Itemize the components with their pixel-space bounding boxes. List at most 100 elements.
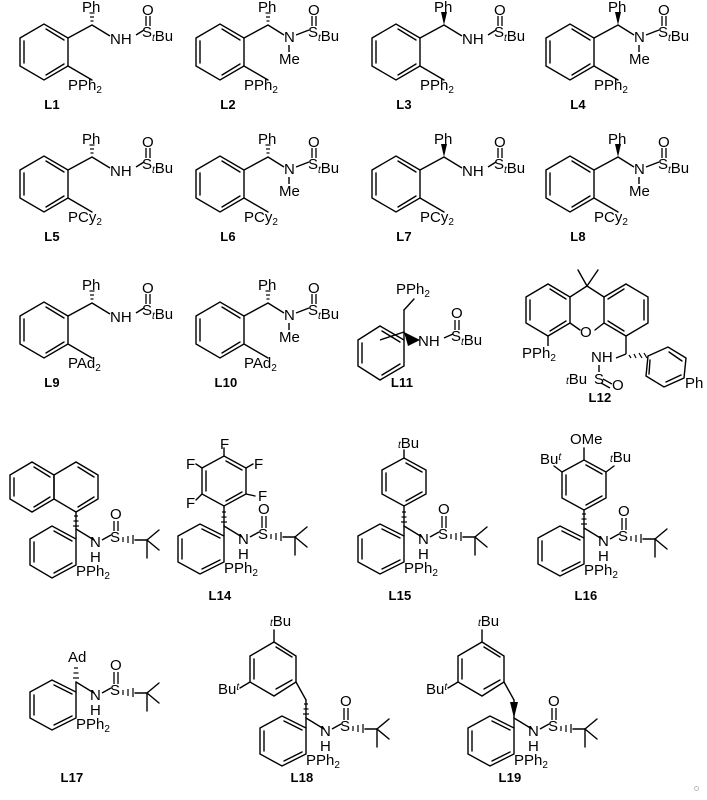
atom-label-o: O bbox=[110, 506, 122, 523]
atom-label-o: O bbox=[451, 305, 463, 322]
atom-label-tbu-left: But bbox=[540, 451, 562, 468]
structure-L16: OMe But tBu bbox=[514, 430, 704, 581]
structure-L18: tBu But bbox=[216, 612, 411, 777]
atom-label-ph: Ph bbox=[82, 277, 100, 294]
label-L14: L14 bbox=[208, 588, 232, 603]
atom-label-tbu-top: tBu bbox=[478, 613, 499, 630]
atom-label-h: H bbox=[528, 738, 539, 755]
atom-label-me: Me bbox=[629, 51, 650, 68]
atom-label-h: H bbox=[238, 546, 249, 563]
atom-label-tbu: tBu bbox=[504, 28, 525, 45]
atom-label-tbu: tBu bbox=[461, 332, 482, 349]
atom-label-pph2: PPh2 bbox=[76, 563, 110, 582]
label-L19: L19 bbox=[498, 770, 522, 785]
label-L18: L18 bbox=[290, 770, 314, 785]
atom-label-f-upper-left: F bbox=[186, 456, 195, 473]
atom-label-tbu: tBu bbox=[318, 28, 339, 45]
atom-label-tbu: tBu bbox=[152, 160, 173, 177]
structure-L13: N H S O PPh2 bbox=[4, 443, 184, 583]
atom-label-s: S bbox=[142, 24, 152, 41]
atom-label-f-top: F bbox=[220, 436, 229, 453]
label-L15: L15 bbox=[388, 588, 412, 603]
atom-label-o: O bbox=[618, 503, 630, 520]
atom-label-h: H bbox=[90, 549, 101, 566]
label-L16: L16 bbox=[574, 588, 598, 603]
label-L10: L10 bbox=[214, 375, 238, 390]
atom-label-o: O bbox=[142, 2, 154, 19]
atom-label-pcy2: PCy2 bbox=[594, 209, 628, 228]
atom-label-n: N bbox=[634, 29, 645, 46]
atom-label-ph: Ph bbox=[434, 0, 452, 16]
structure-L7: Ph NH S O tBu PCy2 bbox=[358, 131, 528, 228]
atom-label-pph2: PPh2 bbox=[522, 345, 556, 364]
atom-label-nh: NH bbox=[462, 31, 484, 48]
label-L6: L6 bbox=[220, 229, 236, 244]
structure-L9: Ph NH S O tBu PAd2 bbox=[6, 277, 176, 374]
structure-L17: Ad N H S O bbox=[10, 648, 195, 758]
stereo-wedge bbox=[510, 702, 518, 718]
atom-label-tbu: tBu bbox=[152, 28, 173, 45]
atom-label-me: Me bbox=[279, 51, 300, 68]
atom-label-ph: Ph bbox=[685, 375, 703, 392]
label-L9: L9 bbox=[44, 375, 60, 390]
label-L5: L5 bbox=[44, 229, 60, 244]
stereo-wedge bbox=[404, 332, 420, 346]
atom-label-s: S bbox=[142, 302, 152, 319]
stereo-wedge bbox=[441, 144, 447, 157]
atom-label-pad2: PAd2 bbox=[68, 355, 101, 374]
atom-label-nh: NH bbox=[110, 309, 132, 326]
stereo-wedge bbox=[441, 12, 447, 25]
atom-label-o: O bbox=[612, 377, 624, 394]
atom-label-f-upper-right: F bbox=[254, 456, 263, 473]
atom-label-o: O bbox=[110, 657, 122, 674]
atom-label-n: N bbox=[284, 161, 295, 178]
atom-label-o: O bbox=[658, 134, 670, 151]
label-L3: L3 bbox=[396, 97, 412, 112]
label-L8: L8 bbox=[570, 229, 586, 244]
atom-label-h: H bbox=[598, 548, 609, 565]
atom-label-ring-oxygen: O bbox=[580, 324, 592, 341]
atom-label-me: Me bbox=[279, 183, 300, 200]
label-L17: L17 bbox=[60, 770, 84, 785]
atom-label-s: S bbox=[451, 328, 461, 345]
atom-label-o: O bbox=[658, 2, 670, 19]
atom-label-s: S bbox=[658, 24, 668, 41]
atom-label-tbu: tBu bbox=[668, 28, 689, 45]
atom-label-s: S bbox=[308, 302, 318, 319]
atom-label-ph: Ph bbox=[258, 131, 276, 148]
atom-label-nh: NH bbox=[418, 333, 440, 350]
structure-L4: Ph N Me S O tBu PPh2 bbox=[532, 0, 704, 96]
atom-label-pph2: PPh2 bbox=[76, 716, 110, 735]
atom-label-n: N bbox=[598, 533, 609, 550]
atom-label-nh: NH bbox=[462, 163, 484, 180]
label-L1: L1 bbox=[44, 97, 60, 112]
atom-label-tbu-left: But bbox=[426, 681, 448, 698]
atom-label-ad: Ad bbox=[68, 649, 86, 666]
atom-label-h: H bbox=[90, 702, 101, 719]
structure-L10: Ph N Me S O tBu PAd2 bbox=[182, 277, 352, 374]
structure-L14: F F F F F bbox=[156, 436, 341, 579]
structure-L12: O PPh2 NH Ph bbox=[500, 262, 705, 397]
atom-label-o: O bbox=[142, 280, 154, 297]
atom-label-n: N bbox=[418, 531, 429, 548]
atom-label-tbu: tBu bbox=[318, 306, 339, 323]
atom-label-s: S bbox=[110, 529, 120, 546]
structure-L3: Ph NH S O tBu PPh2 bbox=[358, 0, 528, 96]
atom-label-f-lower-left: F bbox=[186, 495, 195, 512]
atom-label-tbu-top: tBu bbox=[270, 613, 291, 630]
structure-L19: tBu But N H bbox=[424, 612, 624, 777]
atom-label-tbu: tBu bbox=[152, 306, 173, 323]
label-L7: L7 bbox=[396, 229, 412, 244]
atom-label-tbu: tBu bbox=[504, 160, 525, 177]
atom-label-o: O bbox=[258, 501, 270, 518]
atom-label-tbu-top: tBu bbox=[398, 435, 419, 452]
structure-L11: PPh2 NH S O tBu bbox=[352, 280, 532, 381]
atom-label-s: S bbox=[618, 528, 628, 545]
atom-label-pad2: PAd2 bbox=[244, 355, 277, 374]
corner-artifact-mark bbox=[694, 786, 699, 791]
atom-label-pph2: PPh2 bbox=[244, 77, 278, 96]
atom-label-tbu-left: But bbox=[218, 681, 240, 698]
atom-label-h: H bbox=[418, 546, 429, 563]
structure-L1: Ph NH S O tBu PPh2 bbox=[6, 0, 176, 96]
structure-L2: Ph N Me S O tBu PPh2 bbox=[182, 0, 352, 96]
